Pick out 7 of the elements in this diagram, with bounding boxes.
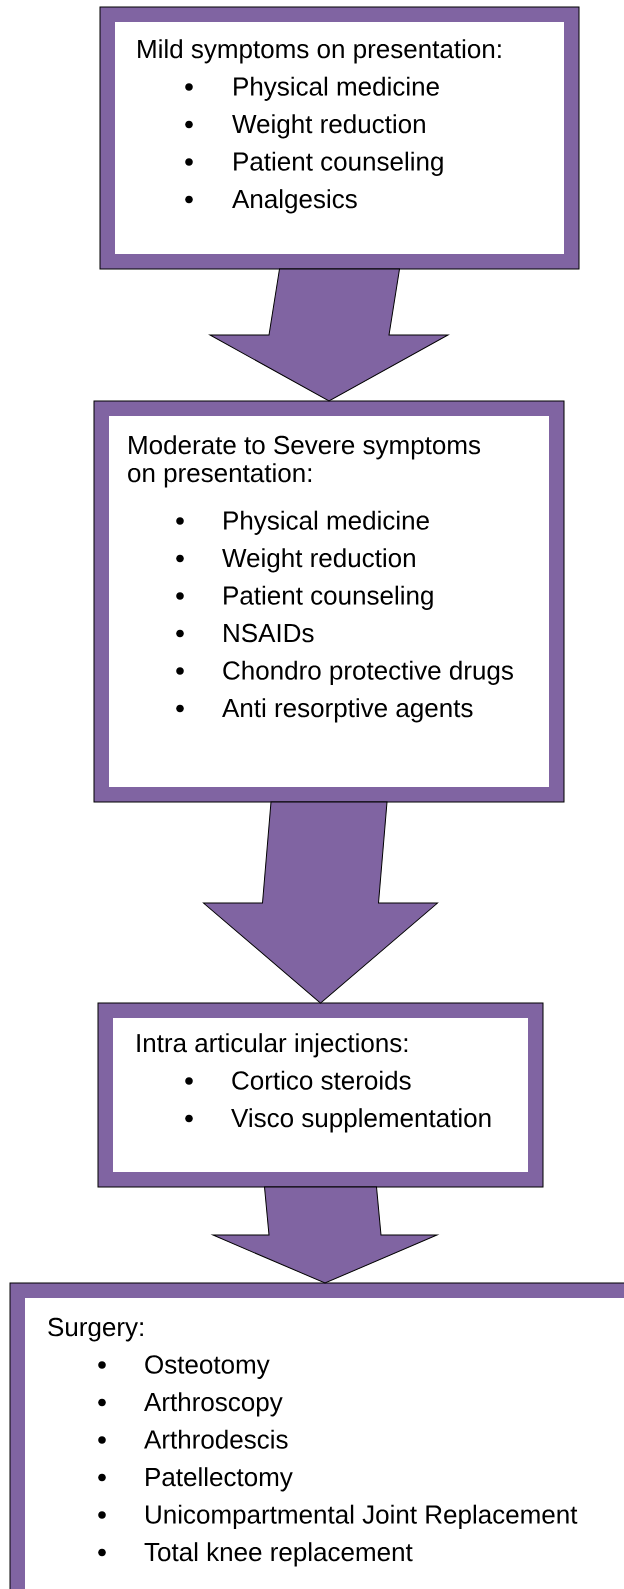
process-box: Surgery: Osteotomy Arthroscopy Arthrodescis Patellectomy Unicompartmental Joint Replacement Total knee replacement — [9, 1282, 624, 1589]
block-arrow — [212, 1186, 438, 1284]
process-box: Intra articular injections: Cortico steroids Visco supplementation — [97, 1002, 544, 1188]
block-arrow — [209, 268, 449, 402]
block-arrow — [203, 801, 438, 1004]
process-box: Moderate to Severe symptoms on presentation: Physical medicine Weight reduction Patient counseling NSAIDs Chondro protective drugs Anti resorptive agents — [93, 400, 565, 803]
process-box: Mild symptoms on presentation: Physical medicine Weight reduction Patient counseling Analgesics — [99, 6, 580, 270]
